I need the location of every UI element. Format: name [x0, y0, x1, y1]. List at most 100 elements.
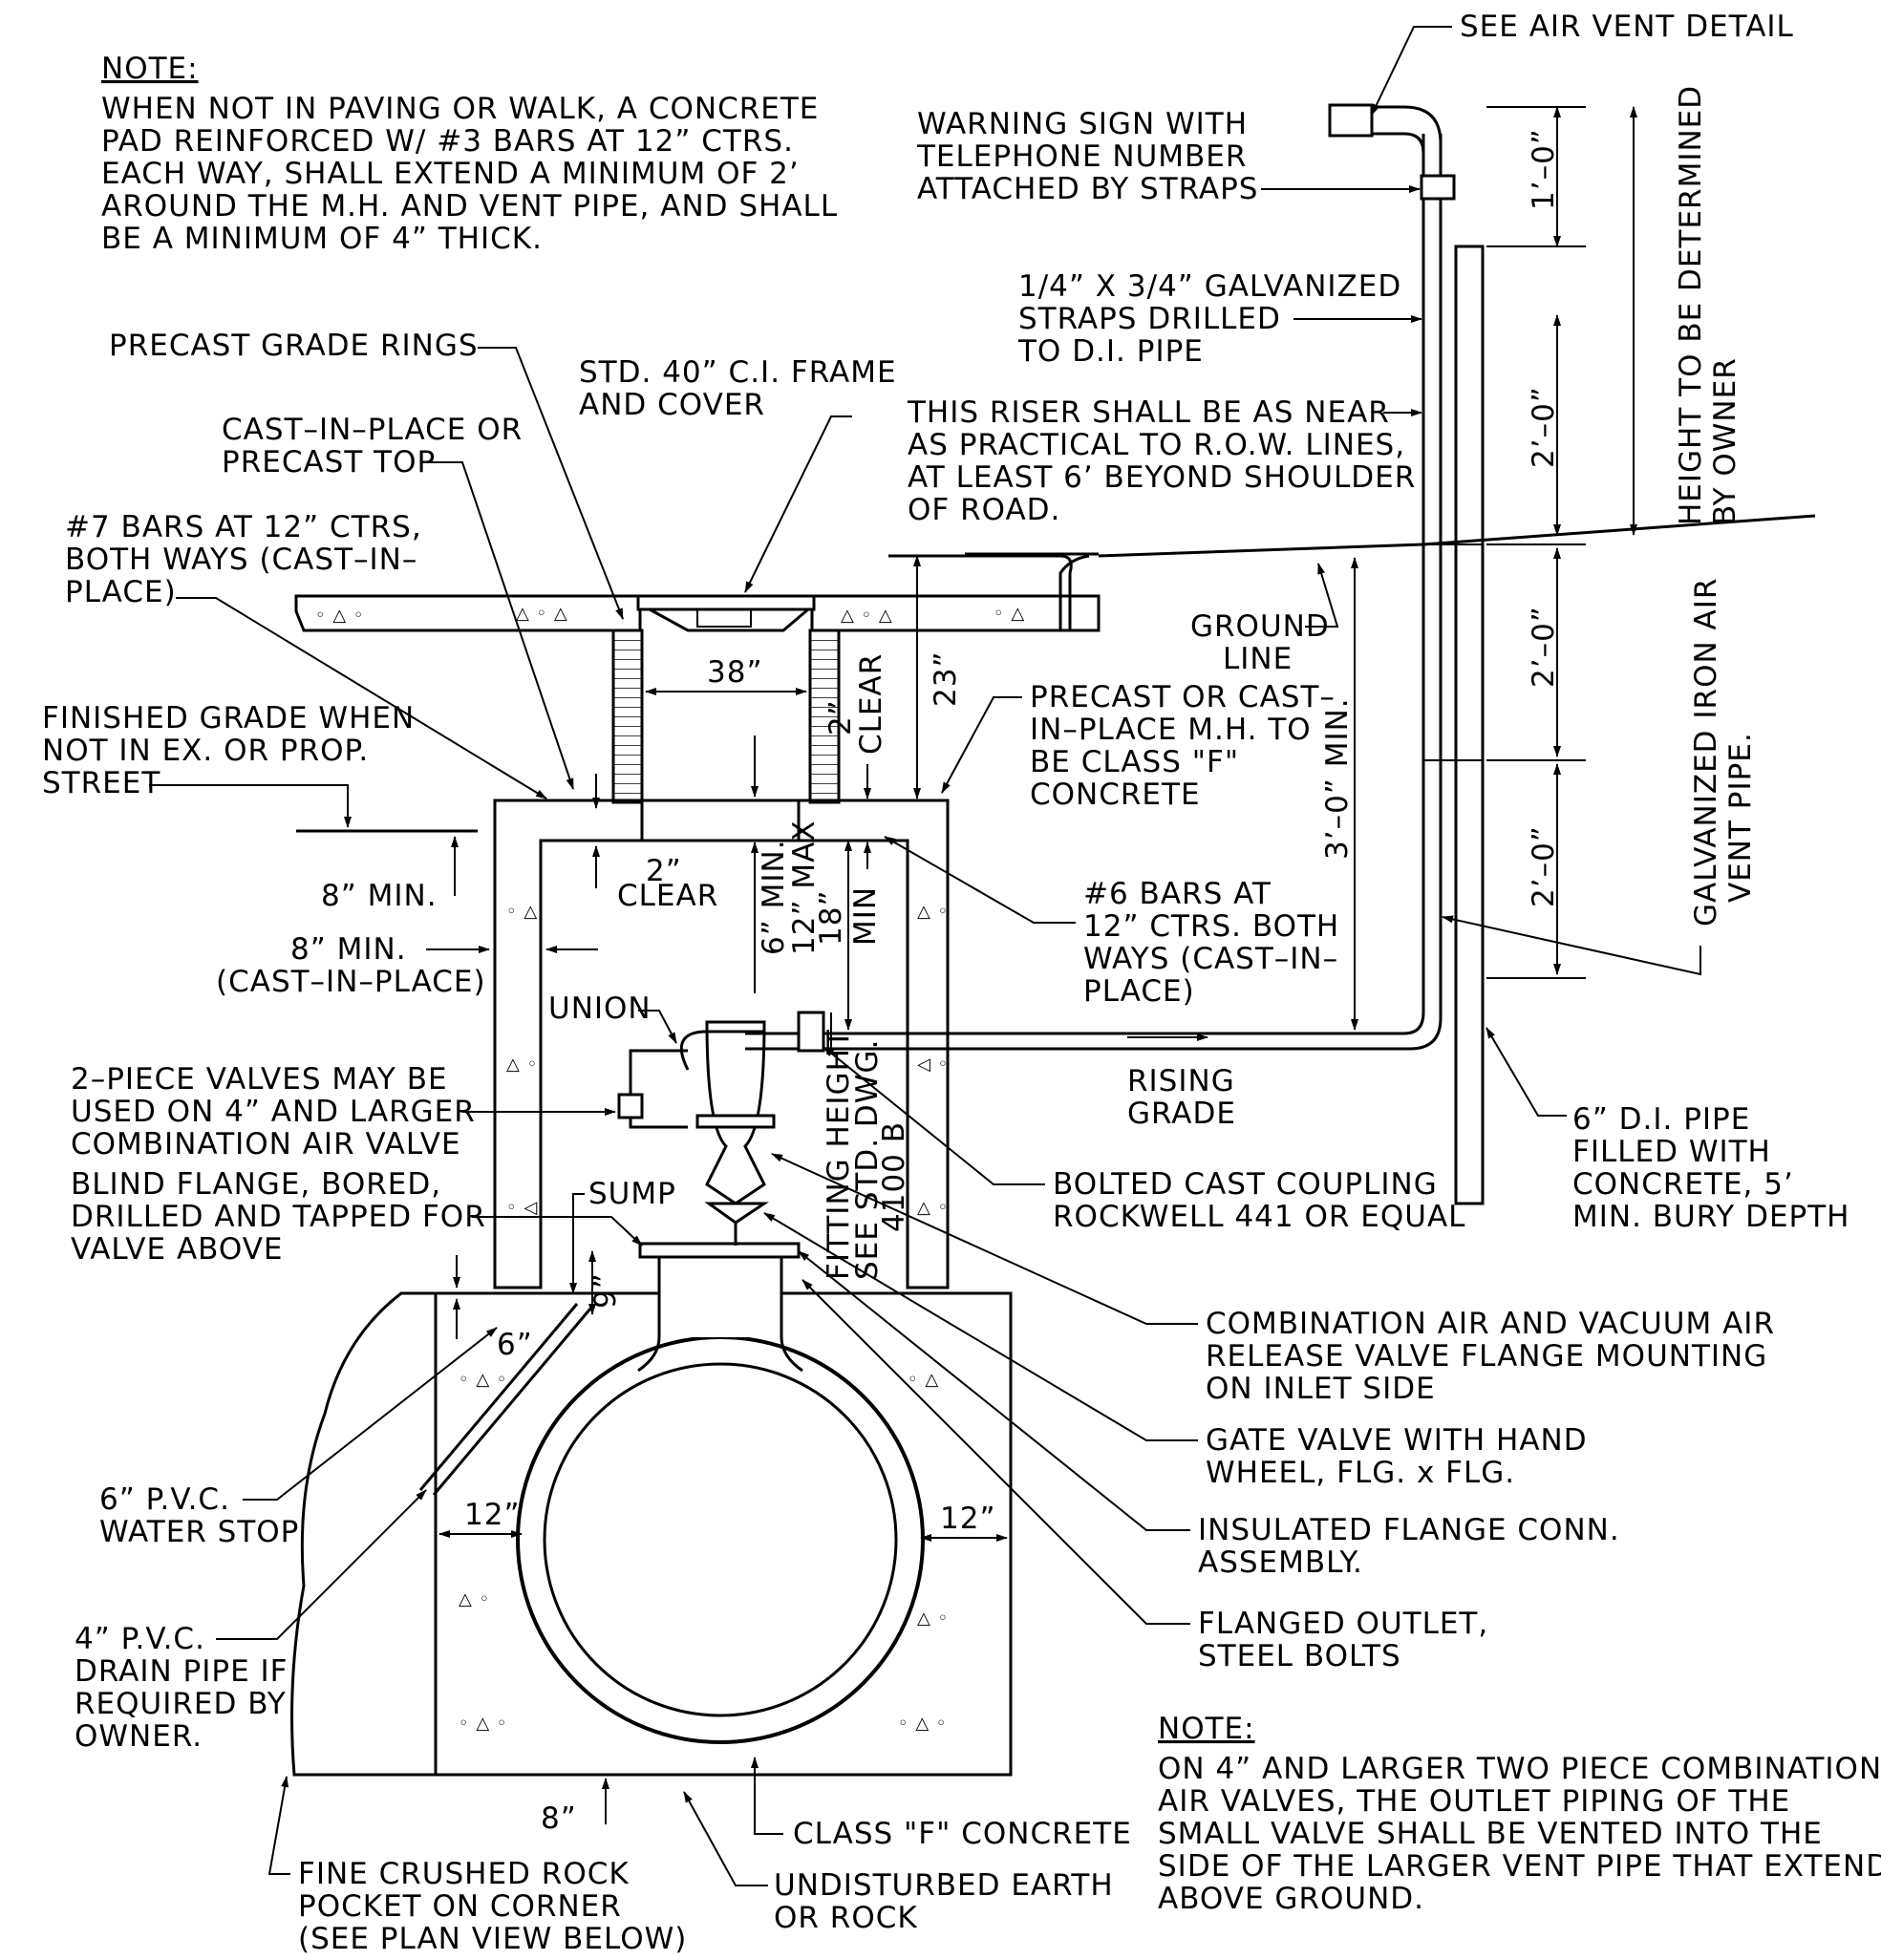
- bars7-line: #7 BARS AT 12” CTRS,: [65, 510, 422, 544]
- svg-text:△ ◦: △ ◦: [506, 1055, 538, 1075]
- riser-line: OF ROAD.: [908, 493, 1060, 527]
- clear-line: CLEAR: [617, 879, 718, 913]
- straps-line: STRAPS DRILLED: [1018, 302, 1281, 336]
- undisturbed-line: UNDISTURBED EARTH: [774, 1868, 1114, 1903]
- crushed-rock-pocket: [290, 1291, 438, 1777]
- svg-text:◦ ◁: ◦ ◁: [506, 1198, 538, 1218]
- rock-line: FINE CRUSHED ROCK: [298, 1857, 630, 1891]
- galv-line: VENT PIPE.: [1723, 732, 1758, 903]
- frame-and-cover: [636, 594, 816, 632]
- svg-text:△ ◦ △: △ ◦ △: [841, 606, 893, 626]
- riser-line: AS PRACTICAL TO R.O.W. LINES,: [908, 428, 1405, 462]
- svg-text:△ ◦: △ ◦: [459, 1589, 490, 1609]
- note-top: WHEN NOT IN PAVING OR WALK, A CONCRETE P…: [101, 92, 837, 256]
- dim-38: 38”: [645, 655, 807, 695]
- cast-top-line: CAST–IN–PLACE OR: [222, 413, 523, 447]
- dim-9: 9”: [588, 1250, 623, 1315]
- finished-grade-label: FINISHED GRADE WHEN NOT IN EX. OR PROP. …: [42, 701, 415, 800]
- note-top-line: EACH WAY, SHALL EXTEND A MINIMUM OF 2’: [101, 157, 800, 191]
- bars6-line: PLACE): [1083, 974, 1195, 1009]
- manhole-walls: ◦ △ △ ◦ ◦ ◁ △ ◦ ◁ ◦ △ ◦: [493, 799, 950, 1289]
- rock-line: POCKET ON CORNER: [298, 1889, 622, 1924]
- two-piece-line: COMBINATION AIR VALVE: [71, 1127, 461, 1161]
- galv-vent-label: GALVANIZED IRON AIR VENT PIPE.: [1689, 578, 1758, 927]
- drain-line: DRAIN PIPE IF: [75, 1654, 289, 1689]
- svg-text:◦ △ ◦: ◦ △ ◦: [315, 606, 365, 626]
- di-line: CONCRETE, 5’: [1572, 1167, 1794, 1202]
- base-block: ◦ △ ◦ △ ◦ ◦ △ ◦ ◦ △ △ ◦ ◦ △ ◦: [434, 1242, 1013, 1777]
- min8-b-label: 8” MIN. (CAST–IN–PLACE): [216, 932, 485, 999]
- combo-line: COMBINATION AIR AND VACUUM AIR: [1206, 1307, 1775, 1341]
- note-top-line: WHEN NOT IN PAVING OR WALK, A CONCRETE: [101, 92, 819, 126]
- note-bottom-line: SIDE OF THE LARGER VENT PIPE THAT EXTEND…: [1158, 1849, 1881, 1884]
- frame-cover-label: STD. 40” C.I. FRAME AND COVER: [579, 355, 897, 422]
- flanged-outlet-label: FLANGED OUTLET, STEEL BOLTS: [1198, 1607, 1487, 1673]
- note-bottom-line: SMALL VALVE SHALL BE VENTED INTO THE: [1158, 1817, 1823, 1851]
- warning-line: WARNING SIGN WITH: [917, 107, 1248, 141]
- fg-line: STREET: [42, 766, 160, 800]
- gate-valve-label: GATE VALVE WITH HAND WHEEL, FLG. x FLG.: [1206, 1423, 1588, 1490]
- height-line: HEIGHT TO BE DETERMINED: [1674, 85, 1708, 525]
- note-bottom-heading: NOTE:: [1158, 1712, 1255, 1746]
- dim-9-text: 9”: [588, 1272, 623, 1309]
- valve-assembly: [617, 1020, 776, 1246]
- dim-12max-text: 12” MAX: [787, 820, 822, 955]
- two-piece-label: 2–PIECE VALVES MAY BE USED ON 4” AND LAR…: [71, 1062, 476, 1161]
- height-owner-label: HEIGHT TO BE DETERMINED BY OWNER: [1674, 85, 1742, 525]
- undisturbed-line: OR ROCK: [774, 1901, 918, 1935]
- class-f-label: CLASS "F" CONCRETE: [793, 1817, 1132, 1851]
- fitting-height-label: FITTING HEIGHT SEE STD. DWG. 4100 B: [822, 1029, 911, 1280]
- dim-38-text: 38”: [707, 655, 763, 690]
- svg-text:△ ◦: △ ◦: [917, 1198, 949, 1218]
- dim-6: 6”: [453, 1255, 532, 1362]
- combo-line: RELEASE VALVE FLANGE MOUNTING: [1206, 1339, 1767, 1374]
- rising-line: RISING: [1127, 1064, 1235, 1098]
- dim-8-text: 8”: [541, 1801, 577, 1836]
- union-label: UNION: [548, 991, 652, 1026]
- fg-line: FINISHED GRADE WHEN: [42, 701, 415, 735]
- blind-line: VALVE ABOVE: [71, 1232, 284, 1267]
- straps-label: 1/4” X 3/4” GALVANIZED STRAPS DRILLED TO…: [1017, 269, 1400, 369]
- ground-line-label: GROUND LINE: [1190, 609, 1329, 676]
- di-pipe-label: 6” D.I. PIPE FILLED WITH CONCRETE, 5’ MI…: [1572, 1102, 1850, 1234]
- gate-line: GATE VALVE WITH HAND: [1206, 1423, 1588, 1458]
- crushed-rock-label: FINE CRUSHED ROCK POCKET ON CORNER (SEE …: [298, 1857, 687, 1956]
- dim-clear-text: CLEAR: [854, 653, 888, 755]
- height-line: BY OWNER: [1708, 357, 1742, 525]
- min8b-line: 8” MIN.: [290, 932, 407, 967]
- ground-line: [296, 514, 1816, 833]
- riser-note-label: THIS RISER SHALL BE AS NEAR AS PRACTICAL…: [907, 395, 1415, 527]
- svg-text:◦ △ ◦: ◦ △ ◦: [459, 1714, 508, 1734]
- svg-text:△ ◦: △ ◦: [917, 1608, 949, 1629]
- mh-line: CONCRETE: [1030, 778, 1201, 812]
- two-piece-line: USED ON 4” AND LARGER: [71, 1095, 476, 1129]
- warning-line: ATTACHED BY STRAPS: [917, 172, 1259, 206]
- mh-line: BE CLASS "F": [1030, 745, 1239, 779]
- svg-text:◦ △: ◦ △: [506, 902, 538, 922]
- rising-grade-label: RISING GRADE: [1127, 1064, 1235, 1131]
- di-line: 6” D.I. PIPE: [1572, 1102, 1750, 1137]
- svg-text:◁ ◦: ◁ ◦: [917, 1055, 949, 1075]
- insulated-label: INSULATED FLANGE CONN. ASSEMBLY.: [1198, 1513, 1619, 1580]
- flanged-line: STEEL BOLTS: [1198, 1639, 1401, 1673]
- fg-line: NOT IN EX. OR PROP.: [42, 734, 369, 768]
- bolted-line: BOLTED CAST COUPLING: [1053, 1167, 1438, 1202]
- dim-6min-text: 6” MIN.: [757, 839, 791, 955]
- svg-text:△ ◦ △: △ ◦ △: [516, 604, 568, 624]
- dim-18-text: 18”: [814, 889, 848, 946]
- di-line: MIN. BURY DEPTH: [1572, 1200, 1850, 1234]
- warning-line: TELEPHONE NUMBER: [916, 139, 1247, 174]
- dim-min-text: MIN: [848, 886, 883, 946]
- riser-pipe: [1328, 103, 1485, 1205]
- fitting-line: FITTING HEIGHT: [822, 1029, 856, 1280]
- bars7-line: BOTH WAYS (CAST–IN–: [65, 543, 417, 577]
- rock-line: (SEE PLAN VIEW BELOW): [298, 1922, 687, 1956]
- gate-line: WHEEL, FLG. x FLG.: [1206, 1456, 1515, 1490]
- drain-line: REQUIRED BY: [75, 1687, 287, 1721]
- min8-a-label: 8” MIN.: [321, 879, 438, 913]
- frame-line: STD. 40” C.I. FRAME: [579, 355, 897, 390]
- combo-line: ON INLET SIDE: [1206, 1372, 1436, 1406]
- clear2-a-label: 2” CLEAR: [617, 854, 718, 913]
- bars6-line: 12” CTRS. BOTH: [1083, 909, 1339, 944]
- svg-text:◦ △ ◦: ◦ △ ◦: [898, 1714, 948, 1734]
